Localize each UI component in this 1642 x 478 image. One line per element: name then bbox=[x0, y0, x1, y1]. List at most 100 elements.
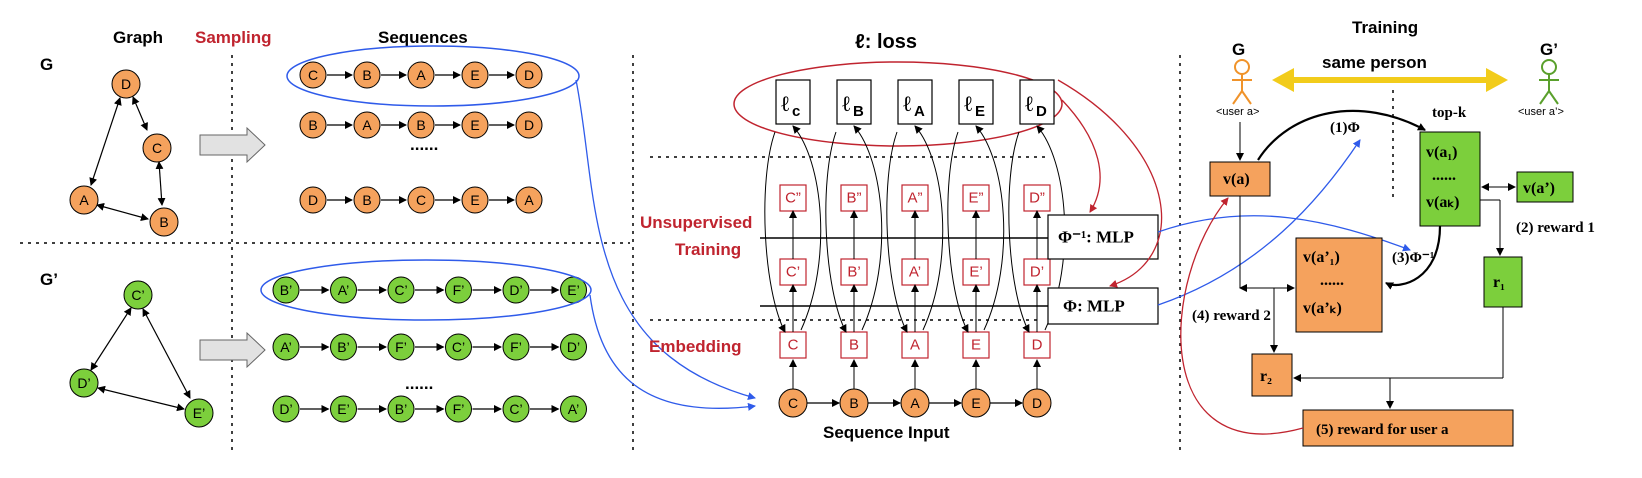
svg-text:E: E bbox=[971, 337, 981, 354]
svg-text:C’: C’ bbox=[786, 264, 800, 281]
loss-curve bbox=[825, 131, 847, 333]
svg-text:Φ⁻¹: MLP: Φ⁻¹: MLP bbox=[1058, 228, 1134, 247]
seq_g-node: A bbox=[353, 111, 381, 139]
svg-text:ℓ: ℓ bbox=[842, 91, 850, 116]
topk-label: top-k bbox=[1432, 105, 1467, 121]
svg-text:E’: E’ bbox=[567, 282, 579, 298]
seq_g-node: A bbox=[407, 61, 435, 89]
header-same-person: same person bbox=[1322, 53, 1427, 72]
seq_gp-node: A’ bbox=[330, 276, 357, 304]
graph-g-edges bbox=[89, 96, 166, 222]
svg-text:D: D bbox=[524, 67, 534, 83]
header-sequences: Sequences bbox=[378, 28, 468, 47]
seq_g-node: C bbox=[407, 186, 435, 214]
seq_gp-node: E’ bbox=[330, 395, 357, 423]
seq_gp-node: D’ bbox=[560, 333, 587, 361]
header-training: Training bbox=[1352, 18, 1418, 37]
label-unsupervised: Unsupervised bbox=[640, 213, 752, 232]
r2-box bbox=[1251, 353, 1293, 397]
embedding-box: B’ bbox=[840, 258, 868, 286]
svg-text:A: A bbox=[79, 192, 89, 208]
vap1-label: v(a’₁) bbox=[1303, 249, 1340, 266]
loss-curve bbox=[914, 125, 944, 331]
svg-text:A: A bbox=[524, 192, 534, 208]
sampling-arrow-g bbox=[199, 126, 266, 164]
vap-list-box bbox=[1295, 237, 1383, 333]
svg-text:B’: B’ bbox=[847, 264, 860, 281]
mlp-box: Φ: MLP bbox=[1047, 287, 1159, 325]
svg-text:D’: D’ bbox=[77, 375, 90, 391]
svg-text:ℓ: ℓ bbox=[781, 91, 789, 116]
svg-text:C: C bbox=[788, 337, 799, 354]
svg-text:E: E bbox=[470, 117, 479, 133]
header-loss: ℓ: loss bbox=[855, 31, 917, 53]
curve-step1 bbox=[1257, 109, 1426, 161]
seq_g-node: B bbox=[299, 111, 327, 139]
vap-box bbox=[1516, 171, 1574, 203]
loss-ellipse bbox=[733, 61, 1063, 147]
svg-text:C: C bbox=[788, 395, 798, 411]
seq_g-node: B bbox=[353, 61, 381, 89]
blue-curve-seq-gp bbox=[589, 294, 756, 411]
svg-text:E: E bbox=[971, 395, 980, 411]
loss-curve bbox=[947, 131, 969, 333]
svg-text:B: B bbox=[362, 67, 371, 83]
seq_g-node: B bbox=[407, 111, 435, 139]
svg-text:D: D bbox=[1036, 103, 1047, 120]
reward-box bbox=[1302, 409, 1514, 447]
step4-label: (4) reward 2 bbox=[1192, 308, 1271, 324]
svg-text:B: B bbox=[308, 117, 317, 133]
embedding-box: E” bbox=[962, 184, 990, 212]
seq_g-node: B bbox=[353, 186, 381, 214]
svg-text:F’: F’ bbox=[510, 339, 522, 355]
label-training: Training bbox=[675, 240, 741, 259]
seq_gp-node: F’ bbox=[387, 333, 415, 361]
input-node: C bbox=[778, 388, 808, 418]
seq_gp-node: A’ bbox=[560, 395, 587, 423]
svg-text:A’: A’ bbox=[280, 339, 291, 355]
seq_g-node: E bbox=[461, 111, 489, 139]
embedding-box: E’ bbox=[962, 258, 990, 286]
vap-label: v(a’) bbox=[1523, 180, 1555, 197]
embedding-box: E bbox=[962, 331, 990, 359]
svg-text:D’: D’ bbox=[567, 339, 580, 355]
loss-curve bbox=[792, 125, 822, 331]
label-embedding: Embedding bbox=[649, 337, 742, 356]
user-a-label: <user a> bbox=[1216, 106, 1259, 118]
curve-step3 bbox=[1385, 225, 1442, 290]
header-sampling: Sampling bbox=[195, 28, 272, 47]
seq_gp-node: F’ bbox=[445, 395, 472, 423]
svg-text:F’: F’ bbox=[453, 282, 465, 298]
red-feedback-curve bbox=[1180, 197, 1304, 435]
svg-text:ℓ: ℓ bbox=[964, 91, 972, 116]
svg-text:D: D bbox=[308, 192, 318, 208]
svg-text:B’: B’ bbox=[395, 401, 407, 417]
graph-gp-node: D’ bbox=[69, 368, 99, 398]
svg-text:E: E bbox=[470, 67, 479, 83]
svg-text:c: c bbox=[792, 103, 800, 120]
svg-text:A’: A’ bbox=[568, 401, 579, 417]
vap-list-dots: ...... bbox=[1320, 272, 1344, 289]
svg-text:B: B bbox=[849, 395, 858, 411]
svg-text:C’: C’ bbox=[509, 401, 522, 417]
step2-label: (2) reward 1 bbox=[1516, 220, 1595, 236]
header-graph: Graph bbox=[113, 28, 163, 47]
graph-g-node: B bbox=[149, 207, 179, 237]
user-ap-label: <user a’> bbox=[1518, 106, 1564, 118]
svg-text:B’: B’ bbox=[337, 339, 349, 355]
svg-text:C’: C’ bbox=[131, 287, 144, 303]
svg-text:D: D bbox=[1032, 337, 1043, 354]
seq_gp-row: A’B’F’C’F’D’ bbox=[272, 333, 587, 361]
embedding-box: B” bbox=[840, 184, 868, 212]
svg-text:ℓ: ℓ bbox=[903, 91, 911, 116]
svg-text:E: E bbox=[975, 103, 985, 120]
seq_g-node: D bbox=[515, 111, 543, 139]
svg-text:E’: E’ bbox=[193, 405, 205, 421]
r1-label: r₁ bbox=[1493, 274, 1505, 291]
seq_gp-node: D’ bbox=[272, 395, 300, 423]
topk-dots: ...... bbox=[1432, 167, 1456, 184]
va-box bbox=[1209, 161, 1271, 197]
